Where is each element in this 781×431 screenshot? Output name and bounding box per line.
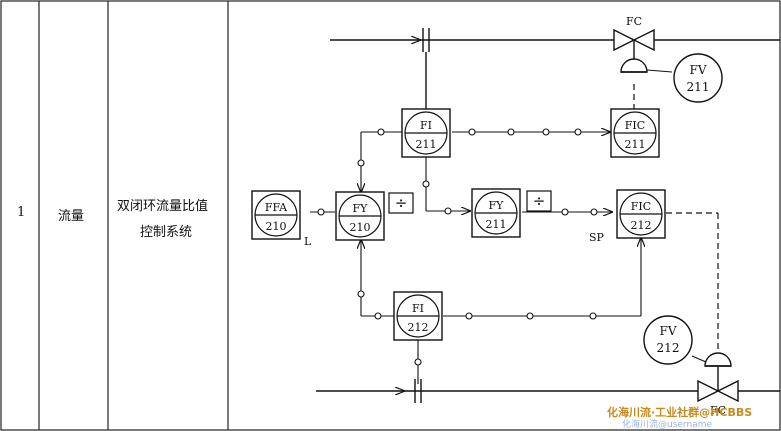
ffa210-number: 210 — [266, 220, 287, 233]
fy210-divide-box: ÷ — [388, 192, 414, 214]
fv211-leader — [646, 69, 673, 73]
fic211-number: 211 — [625, 138, 646, 151]
fv211-number: 211 — [687, 80, 710, 94]
instrument-fic211: FIC 211 — [610, 108, 660, 158]
fic212-output-signal — [666, 212, 719, 352]
watermark-secondary: 化海川流@username — [622, 420, 712, 430]
fv212-bubble: FV 212 — [643, 315, 693, 365]
instrument-ffa210: FFA 210 — [251, 190, 301, 240]
ffa210-tag: FFA — [265, 201, 288, 214]
category-label: 流量 — [58, 209, 85, 224]
fi211-number: 211 — [416, 138, 437, 151]
signal-lines — [310, 132, 641, 384]
fic211-tag: FIC — [625, 119, 645, 132]
instrument-fi212: FI 212 — [393, 291, 443, 341]
fi212-number: 212 — [408, 321, 429, 334]
description-line2: 控制系统 — [140, 225, 193, 240]
fic212-number: 212 — [631, 219, 652, 232]
control-valve-fv211 — [613, 28, 655, 73]
fy211-divide-box: ÷ — [526, 190, 552, 212]
signal-dots — [317, 128, 598, 366]
fy211-number: 211 — [486, 218, 507, 231]
fv211-tag: FV — [690, 63, 707, 77]
control-valve-fv212 — [697, 352, 739, 403]
fic212-tag: FIC — [631, 200, 651, 213]
l-label: L — [304, 235, 312, 248]
orifice-plate-top — [422, 28, 430, 52]
sp-label: SP — [589, 231, 605, 244]
fy210-number: 210 — [350, 221, 371, 234]
fv212-number: 212 — [657, 341, 680, 355]
fy210-divide-symbol: ÷ — [395, 194, 408, 212]
row-number: 1 — [17, 205, 26, 220]
fv212-leader — [691, 355, 707, 363]
fy211-divide-symbol: ÷ — [533, 192, 546, 210]
fc-bottom-label: FC — [710, 404, 726, 417]
fi211-tag: FI — [420, 119, 432, 132]
fy211-tag: FY — [489, 199, 505, 212]
instrument-fi211: FI 211 — [401, 108, 451, 158]
instrument-fy211: FY 211 — [471, 188, 521, 238]
instrument-fy210: FY 210 — [335, 191, 385, 241]
instrument-fic212: FIC 212 — [616, 189, 666, 239]
fc-top-label: FC — [626, 15, 642, 28]
watermark-primary: 化海川流·工业社群@HCBBS — [607, 406, 753, 419]
description-line1: 双闭环流量比值 — [117, 199, 209, 214]
orifice-plate-bottom — [414, 379, 422, 403]
fv211-bubble: FV 211 — [673, 53, 723, 103]
fi212-tag: FI — [412, 302, 424, 315]
fv212-tag: FV — [660, 324, 677, 338]
fy210-tag: FY — [353, 202, 369, 215]
